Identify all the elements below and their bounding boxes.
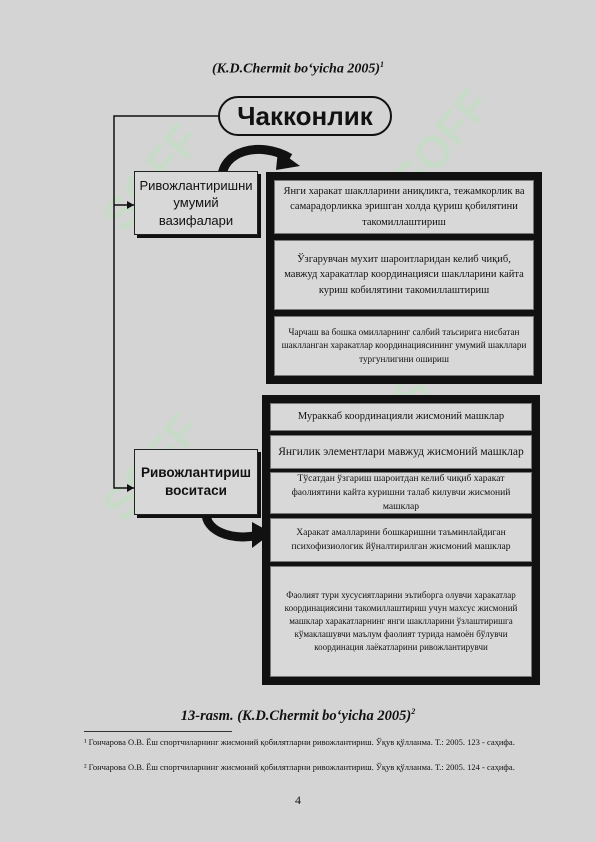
task-item: Чарчаш ва бошка омилларнинг салбий таъси… — [274, 316, 534, 376]
development-means-box: Ривожлантириш воситаси — [134, 449, 258, 515]
means-item: Фаолият тури хусусиятларини эътиборга ол… — [270, 566, 532, 677]
means-item: Тўсатдан ўзгариш шароитдан келиб чиқиб х… — [270, 472, 532, 514]
footnote-rule — [84, 731, 232, 732]
means-item: Янгилик элементлари мавжуд жисмоний машк… — [270, 435, 532, 469]
footnote-2: ² Гончарова О.В. Ёш спортчиларнинг жисмо… — [84, 762, 515, 772]
means-panel: Мураккаб координацияли жисмоний машклар … — [262, 395, 540, 685]
figure-caption: 13-rasm. (K.D.Chermit bo‘yicha 2005)2 — [180, 707, 416, 724]
general-tasks-box: Ривожлантиришни умумий вазифалари — [134, 171, 258, 235]
task-item: Янги харакат шаклларини аниқликга, тежам… — [274, 180, 534, 234]
tasks-panel: Янги харакат шаклларини аниқликга, тежам… — [266, 172, 542, 384]
means-item: Мураккаб координацияли жисмоний машклар — [270, 403, 532, 431]
page-number: 4 — [295, 793, 301, 807]
footnote-1: ¹ Гончарова О.В. Ёш спортчиларнинг жисмо… — [84, 737, 515, 747]
means-item: Харакат амалларини бошкаришни таъминлайд… — [270, 518, 532, 562]
caption-top: (K.D.Chermit bo‘yicha 2005)1 — [212, 60, 384, 77]
diagram-title: Чакконлик — [218, 96, 392, 136]
task-item: Ўзгарувчан мухит шароитларидан келиб чиқ… — [274, 240, 534, 310]
